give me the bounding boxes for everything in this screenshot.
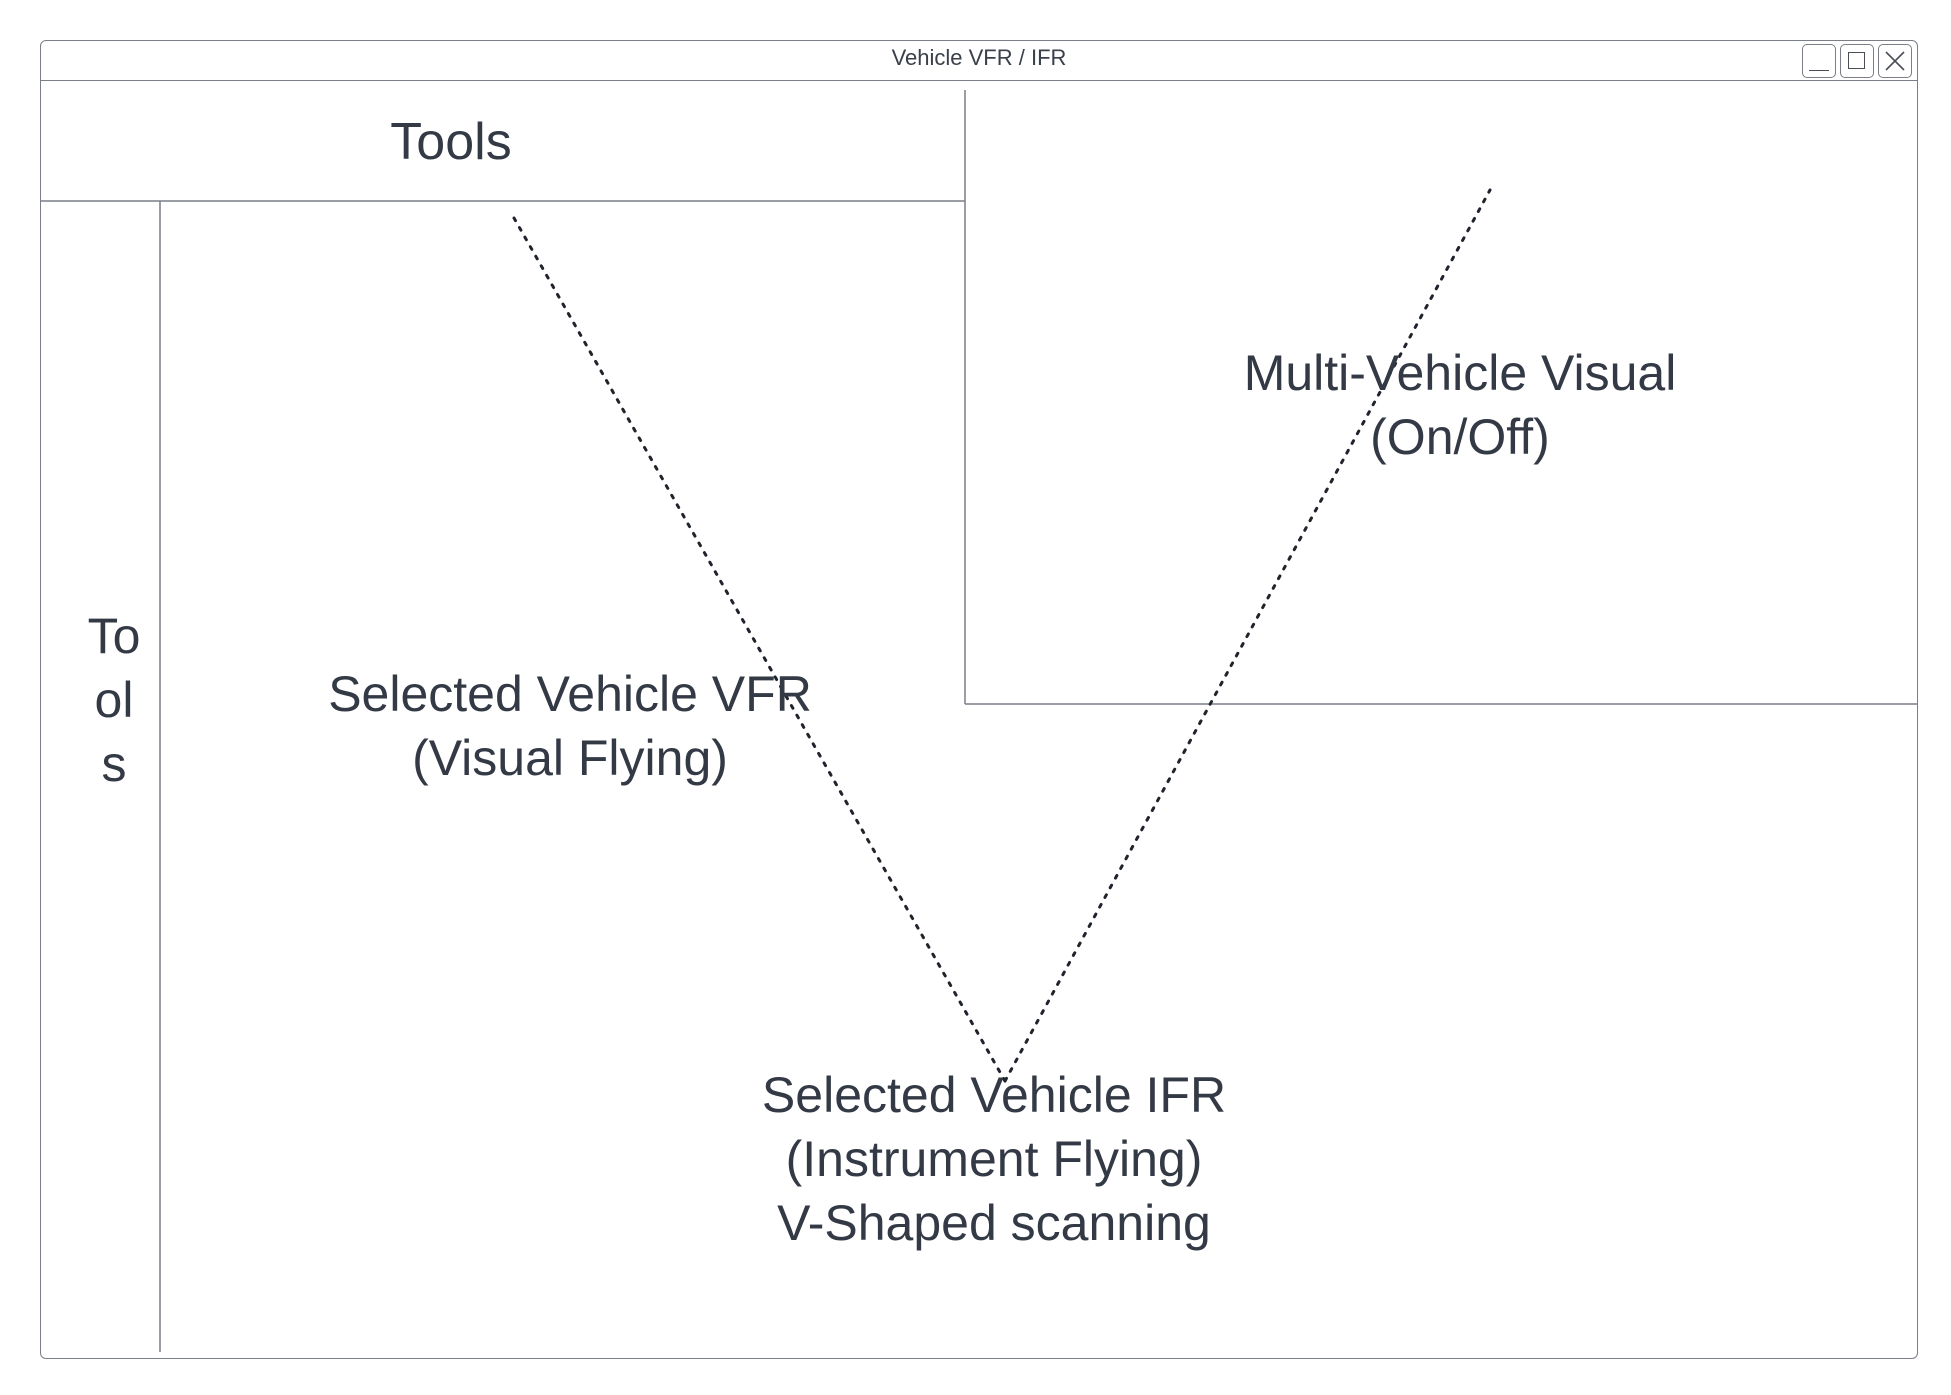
ifr-label-line-1: Selected Vehicle IFR (761, 1067, 1227, 1123)
tools-side-label: Tools (87, 608, 141, 792)
close-icon (1885, 51, 1905, 71)
app-window: Vehicle VFR / IFR (40, 40, 1918, 1359)
vfr-label-line-2: (Visual Flying) (412, 730, 728, 786)
vfr-panel-label: Selected Vehicle VFR (Visual Flying) (270, 662, 870, 790)
ifr-panel-label: Selected Vehicle IFR (Instrument Flying)… (694, 1063, 1294, 1255)
vfr-label-line-1: Selected Vehicle VFR (328, 666, 812, 722)
minimize-button[interactable] (1802, 44, 1836, 78)
ifr-label-line-3: V-Shaped scanning (777, 1195, 1211, 1251)
v-scan-right-path (1003, 188, 1492, 1083)
minimize-icon (1809, 70, 1829, 71)
multi-vehicle-label-line-2: (On/Off) (1370, 409, 1550, 465)
window-title: Vehicle VFR / IFR (891, 45, 1067, 70)
close-button[interactable] (1878, 44, 1912, 78)
maximize-icon (1848, 52, 1865, 69)
maximize-button[interactable] (1840, 44, 1874, 78)
multi-vehicle-panel-label: Multi-Vehicle Visual (On/Off) (1160, 341, 1760, 469)
v-scan-left-path (512, 216, 1007, 1083)
title-bar[interactable]: Vehicle VFR / IFR (41, 41, 1917, 81)
ifr-label-line-2: (Instrument Flying) (785, 1131, 1203, 1187)
tools-top-label: Tools (390, 113, 512, 171)
multi-vehicle-label-line-1: Multi-Vehicle Visual (1243, 345, 1677, 401)
